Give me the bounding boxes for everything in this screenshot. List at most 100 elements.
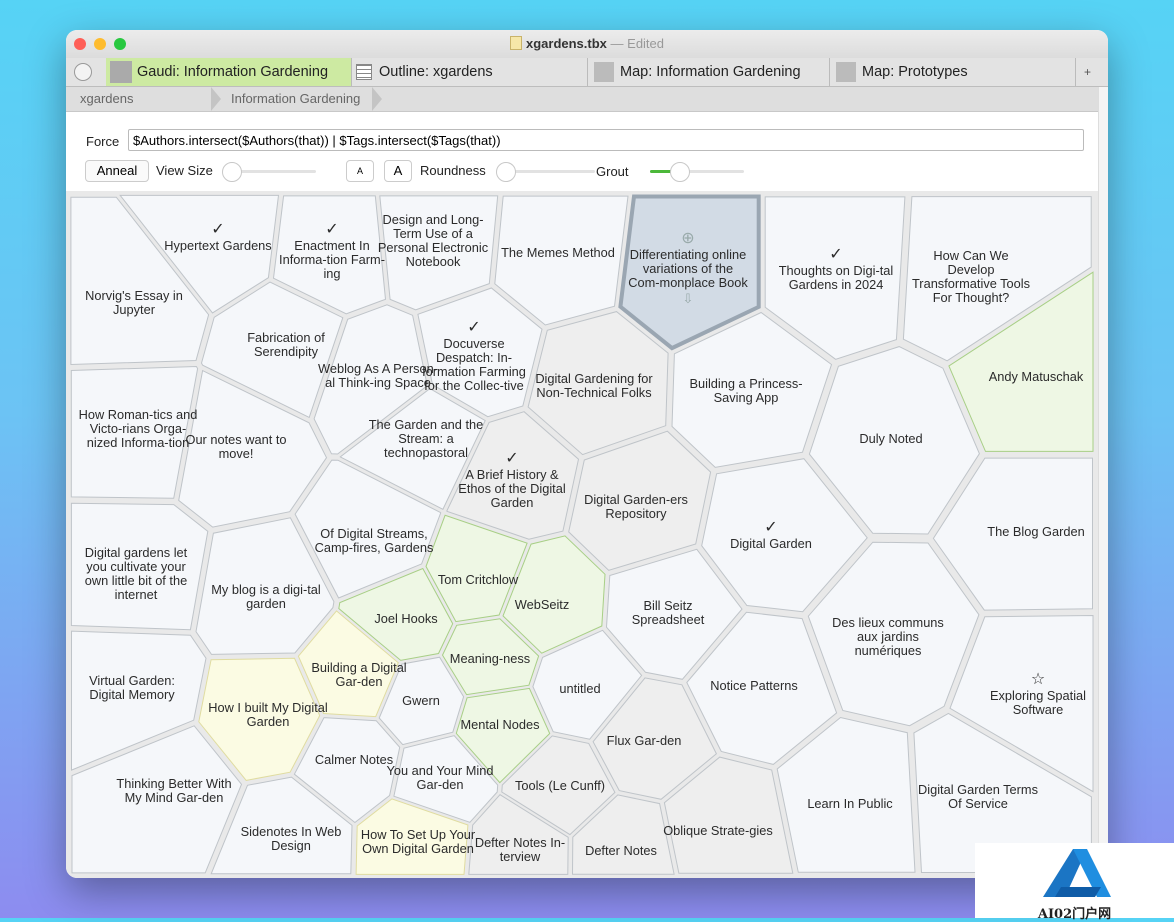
- map-note-32[interactable]: Virtual Garden: Digital Memory: [72, 674, 192, 702]
- slider-knob[interactable]: [222, 162, 242, 182]
- map-cell-shape[interactable]: [355, 798, 469, 875]
- map-cell-shape[interactable]: [776, 716, 916, 873]
- map-cell-shape[interactable]: [195, 517, 335, 655]
- map-note-15[interactable]: Our notes want to move!: [176, 433, 296, 461]
- map-cell-shape[interactable]: [932, 457, 1093, 611]
- map-cell-shape[interactable]: [527, 311, 669, 456]
- slider-knob[interactable]: [496, 162, 516, 182]
- tab-gaudi[interactable]: Gaudi: Information Gardening: [106, 58, 352, 86]
- map-cell-shape[interactable]: [571, 794, 675, 875]
- map-cell-shape[interactable]: [764, 196, 906, 360]
- map-note-16[interactable]: The Garden and the Stream: a technopasto…: [366, 418, 486, 460]
- map-note-48[interactable]: Defter Notes In-terview: [460, 836, 580, 864]
- map-note-44[interactable]: Learn In Public: [790, 797, 910, 811]
- map-cell-shape[interactable]: [455, 687, 551, 784]
- close-window-button[interactable]: [74, 38, 86, 50]
- map-cell-shape[interactable]: [339, 388, 486, 510]
- map-cell-shape[interactable]: [178, 369, 328, 528]
- map-cell-shape[interactable]: [948, 271, 1094, 452]
- map-note-31[interactable]: Meaning-ness: [430, 652, 550, 666]
- map-note-12[interactable]: Building a Princess-Saving App: [686, 377, 806, 405]
- map-cell-shape[interactable]: [393, 735, 499, 823]
- gaudi-map[interactable]: ✓Hypertext Gardens✓Enactment In Informa-…: [66, 191, 1098, 878]
- map-note-49[interactable]: Defter Notes: [561, 844, 681, 858]
- map-note-3[interactable]: The Memes Method: [498, 246, 618, 260]
- expand-icon[interactable]: ⊕: [681, 230, 695, 247]
- vertical-scrollbar[interactable]: [1098, 87, 1108, 878]
- map-note-21[interactable]: The Blog Garden: [976, 525, 1096, 539]
- map-note-30[interactable]: Building a Digital Gar-den: [299, 661, 419, 689]
- font-smaller-button[interactable]: A: [346, 160, 374, 182]
- map-note-6[interactable]: How Can We Develop Transformative Tools …: [911, 249, 1031, 305]
- map-cell-shape[interactable]: [119, 194, 280, 314]
- map-cell-shape[interactable]: [568, 430, 712, 571]
- map-cell-shape[interactable]: [293, 717, 401, 824]
- map-cell-shape[interactable]: [417, 287, 543, 418]
- map-cell-shape[interactable]: [210, 776, 353, 875]
- map-cell-shape[interactable]: [807, 541, 980, 727]
- map-cell-shape[interactable]: [494, 195, 629, 326]
- map-cell-shape[interactable]: [701, 458, 868, 613]
- map-note-29[interactable]: Joel Hooks: [346, 612, 466, 626]
- map-note-33[interactable]: How I built My Digital Garden: [208, 701, 328, 729]
- tab-outline[interactable]: Outline: xgardens: [352, 58, 588, 86]
- map-note-24[interactable]: Of Digital Streams, Camp-fires, Gardens: [314, 527, 434, 555]
- map-cell-shape[interactable]: [70, 502, 209, 631]
- map-note-45[interactable]: Digital Garden Terms Of Service: [918, 783, 1038, 811]
- font-larger-button[interactable]: A: [384, 160, 412, 182]
- map-cell-shape[interactable]: [502, 535, 606, 654]
- map-cell-shape[interactable]: [425, 514, 528, 623]
- map-note-28[interactable]: Des lieux communs aux jardins numériques: [828, 616, 948, 658]
- map-note-43[interactable]: Tools (Le Cunff): [500, 779, 620, 793]
- map-note-14[interactable]: How Roman-tics and Victo-rians Orga-nize…: [78, 408, 198, 450]
- map-note-10[interactable]: ✓Docuverse Despatch: In-formation Farmin…: [414, 319, 534, 393]
- map-note-47[interactable]: How To Set Up Your Own Digital Garden: [358, 828, 478, 856]
- map-note-18[interactable]: Duly Noted: [831, 432, 951, 446]
- map-note-17[interactable]: ✓A Brief History & Ethos of the Digital …: [452, 450, 572, 510]
- roundness-slider[interactable]: [496, 162, 595, 182]
- map-cell-shape[interactable]: [338, 567, 454, 661]
- map-note-41[interactable]: You and Your Mind Gar-den: [380, 764, 500, 792]
- map-cell-shape[interactable]: [686, 611, 838, 765]
- map-note-34[interactable]: Gwern: [361, 694, 481, 708]
- map-cell-shape[interactable]: [272, 195, 387, 315]
- map-note-13[interactable]: Andy Matuschak: [976, 370, 1096, 384]
- map-cell-shape[interactable]: [71, 725, 243, 874]
- drill-down-icon[interactable]: ⇩: [682, 291, 694, 306]
- map-note-5[interactable]: ✓Thoughts on Digi-tal Gardens in 2024: [776, 246, 896, 292]
- map-cell-shape[interactable]: [592, 677, 718, 800]
- tab-map-information-gardening[interactable]: Map: Information Gardening: [588, 58, 830, 86]
- grout-slider[interactable]: [650, 162, 744, 182]
- map-note-37[interactable]: ☆Exploring Spatial Software: [978, 671, 1098, 717]
- map-note-7[interactable]: Norvig's Essay in Jupyter: [74, 289, 194, 317]
- map-cell-shape[interactable]: [313, 304, 428, 455]
- tab-overview-button[interactable]: [74, 63, 92, 81]
- map-note-11[interactable]: Digital Gardening for Non-Technical Folk…: [534, 372, 654, 400]
- breadcrumb-item-information-gardening[interactable]: Information Gardening: [231, 91, 361, 106]
- map-cell-shape[interactable]: [70, 196, 210, 366]
- map-note-19[interactable]: Digital Garden-ers Repository: [576, 493, 696, 521]
- zoom-window-button[interactable]: [114, 38, 126, 50]
- map-note-0[interactable]: ✓Hypertext Gardens: [158, 221, 278, 253]
- map-cell-shape[interactable]: [71, 630, 207, 771]
- minimize-window-button[interactable]: [94, 38, 106, 50]
- map-cell-shape[interactable]: [378, 656, 465, 746]
- map-note-25[interactable]: Tom Critchlow: [418, 573, 538, 587]
- map-cell-shape[interactable]: [379, 195, 499, 311]
- map-cell-shape[interactable]: [446, 411, 580, 540]
- breadcrumb-item-xgardens[interactable]: xgardens: [80, 91, 134, 106]
- map-note-9[interactable]: Weblog As A Person-al Think-ing Space: [318, 362, 438, 390]
- map-note-36[interactable]: Notice Patterns: [694, 679, 814, 693]
- map-cell-shape[interactable]: [468, 794, 569, 875]
- map-note-40[interactable]: Calmer Notes: [294, 753, 414, 767]
- map-note-42[interactable]: Thinking Better With My Mind Gar-den: [114, 777, 234, 805]
- map-cell-shape[interactable]: [297, 610, 399, 718]
- map-note-38[interactable]: Mental Nodes: [440, 718, 560, 732]
- map-cell-shape[interactable]: [532, 629, 643, 740]
- map-cell-shape[interactable]: [294, 459, 442, 599]
- map-note-8[interactable]: Fabrication of Serendipity: [226, 331, 346, 359]
- map-cell-shape[interactable]: [198, 657, 321, 781]
- anneal-button[interactable]: Anneal: [85, 160, 149, 182]
- map-note-27[interactable]: Bill Seitz Spreadsheet: [608, 599, 728, 627]
- map-note-46[interactable]: Oblique Strate-gies: [658, 824, 778, 838]
